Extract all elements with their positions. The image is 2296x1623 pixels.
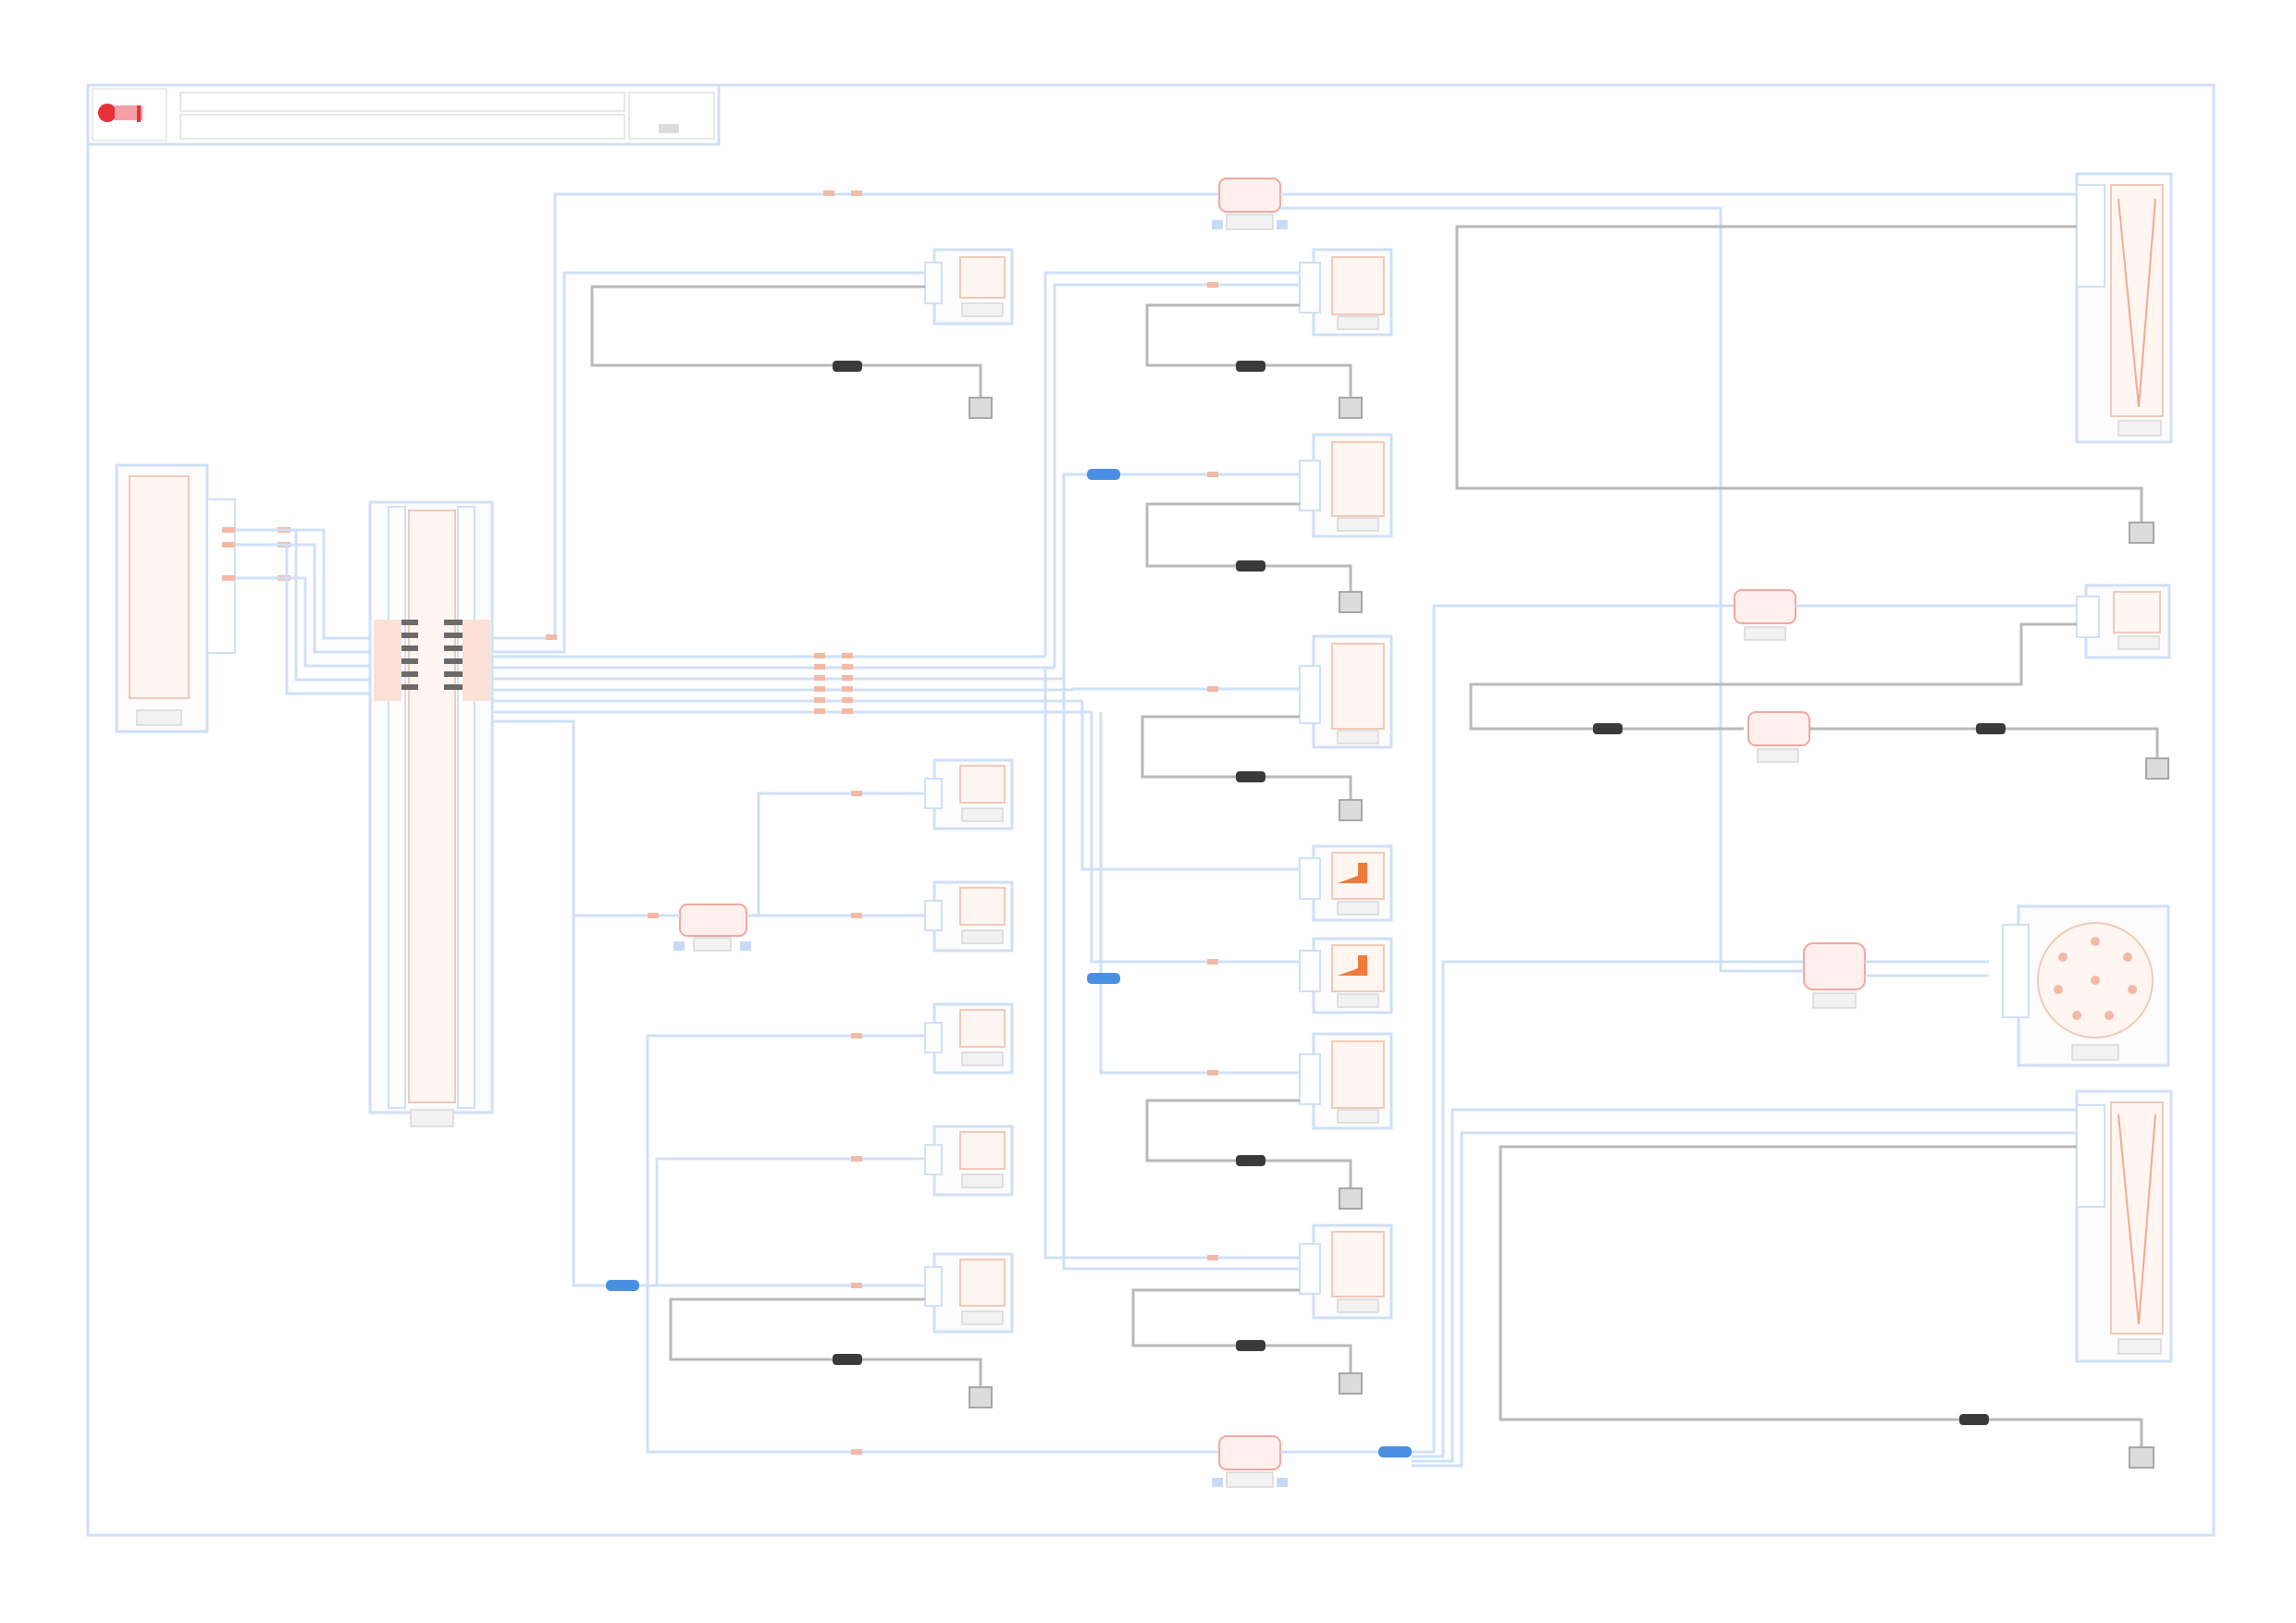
ground-icon <box>2129 522 2154 544</box>
component-top-right <box>2075 172 2173 444</box>
wires-top <box>1280 192 2091 973</box>
ground-icon <box>1339 591 1363 613</box>
ground-loop-right-mid <box>1469 622 2169 780</box>
component-bottom-right <box>2075 1089 2173 1363</box>
ground-icon <box>2145 757 2169 780</box>
ground-loop-bottom-right <box>1499 1145 2154 1469</box>
component-l-2 <box>924 880 1014 953</box>
ground-icon <box>969 397 993 419</box>
component-c1-1 <box>924 248 1014 326</box>
component-c2-1 <box>1299 248 1393 337</box>
wires-column-2 <box>1043 271 1300 1271</box>
component-c2-2 <box>1299 433 1393 538</box>
wires-left-to-harness <box>235 528 370 695</box>
bottom-center-fuse <box>1212 1435 1288 1488</box>
component-l-1 <box>924 758 1014 830</box>
main-harness-connector <box>368 500 494 1127</box>
splice-4 <box>1378 1446 1412 1457</box>
component-l-4 <box>924 1125 1014 1197</box>
component-l-3 <box>924 1002 1014 1075</box>
ground-loop-top-right <box>1455 225 2154 544</box>
diagram-frame <box>86 83 2216 1537</box>
ground-loops-column-2 <box>1131 303 1363 1395</box>
ground-icon <box>1339 799 1363 821</box>
ground-icon <box>1339 1372 1363 1395</box>
ground-icon <box>1339 397 1363 419</box>
bus-pins <box>546 634 853 714</box>
right-fuse-1 <box>1734 589 1796 641</box>
ground-connector <box>833 361 862 372</box>
component-right-2 <box>2076 584 2171 659</box>
top-center-connector <box>1212 178 1288 230</box>
lower-left-fuse <box>673 904 751 952</box>
component-c2-6 <box>1299 1032 1393 1130</box>
ground-loop-lower-left <box>669 1297 993 1408</box>
component-c2-7 <box>1299 1223 1393 1320</box>
ground-icon <box>969 1386 993 1408</box>
splice-1 <box>1087 469 1120 480</box>
ground-icon <box>2129 1446 2154 1469</box>
component-c2-5 <box>1299 937 1393 1014</box>
wires-lower-left <box>572 792 1219 1454</box>
component-c2-4 <box>1299 844 1393 922</box>
component-l-5 <box>924 1252 1014 1334</box>
brand-logo-icon <box>98 104 117 122</box>
title-block <box>86 83 721 146</box>
ground-icon <box>1339 1187 1363 1210</box>
splice-3 <box>606 1280 639 1291</box>
splice-2 <box>1087 973 1120 984</box>
round-connector-right <box>1803 904 2170 1067</box>
control-unit-left <box>115 463 290 733</box>
wires-bottom-right-bus <box>1280 604 2077 1468</box>
wires-harness-bus <box>492 192 1221 1287</box>
component-c2-3 <box>1299 634 1393 749</box>
